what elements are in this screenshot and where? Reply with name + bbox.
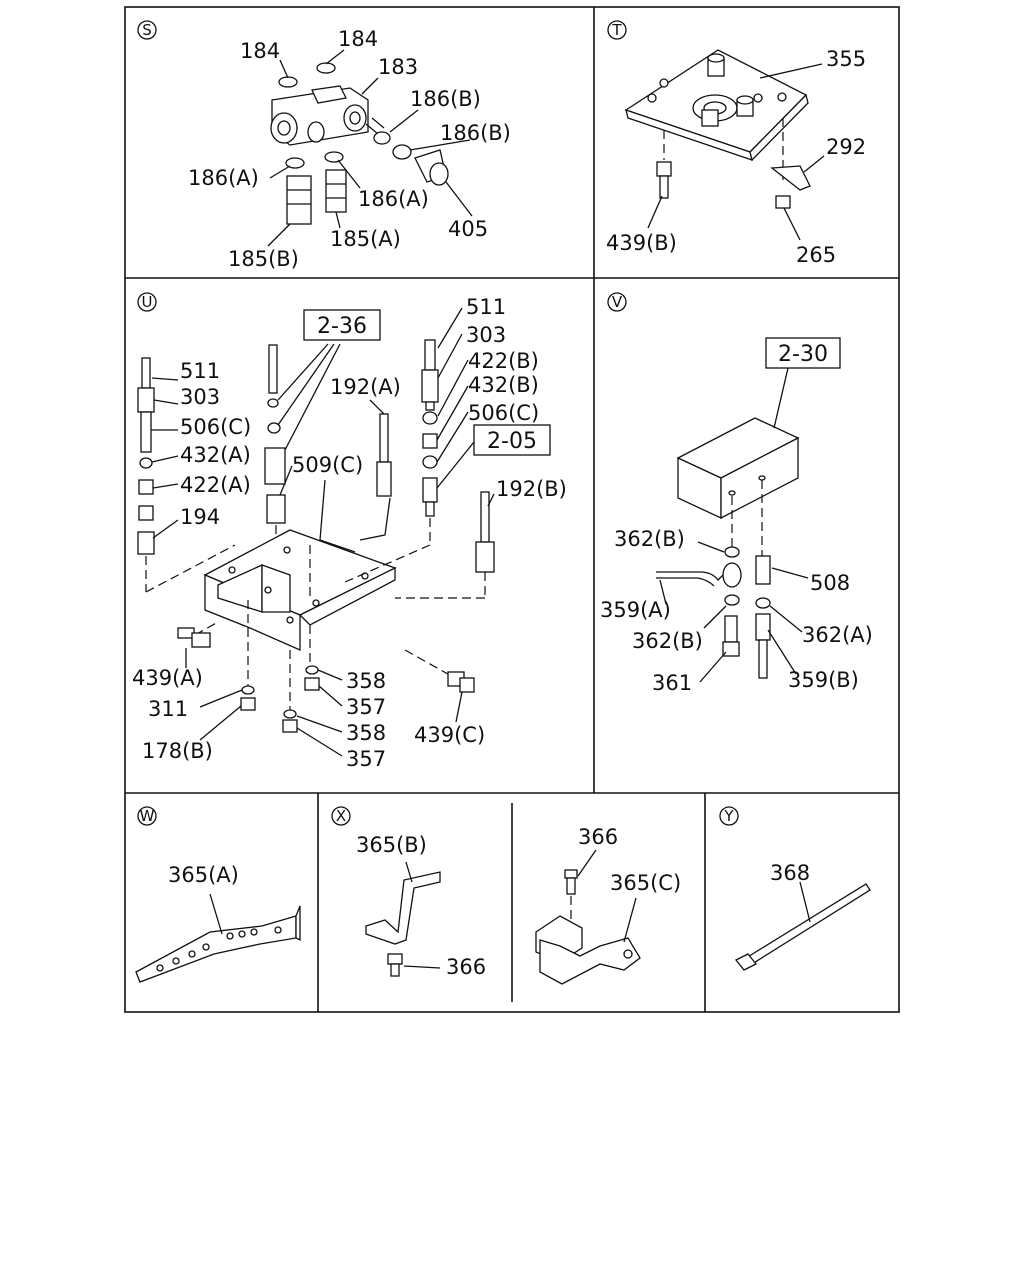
valve-assembly-illustration xyxy=(267,49,473,247)
callout-357-a: 357 xyxy=(346,695,386,719)
callout-422a: 422(A) xyxy=(180,473,251,497)
panel-u: U 2-36 2-05 xyxy=(132,292,567,771)
control-unit-illustration xyxy=(656,367,809,683)
callout-506c-left: 506(C) xyxy=(180,415,251,439)
panel-w: W 365(A) xyxy=(135,806,301,983)
callout-311: 311 xyxy=(148,697,188,721)
callout-366-x-left: 366 xyxy=(446,955,486,979)
svg-text:S: S xyxy=(142,21,152,39)
callout-508: 508 xyxy=(810,571,850,595)
callout-439b: 439(B) xyxy=(606,231,677,255)
callout-511-left: 511 xyxy=(180,359,220,383)
callout-506c-right: 506(C) xyxy=(468,401,539,425)
svg-text:Y: Y xyxy=(723,807,734,825)
panel-x: X 365(B) 366 366 365(C) xyxy=(331,806,681,985)
callout-185a: 185(A) xyxy=(330,227,401,251)
svg-text:T: T xyxy=(611,21,622,39)
callout-184-b: 184 xyxy=(338,27,378,51)
callout-186b-b: 186(B) xyxy=(440,121,511,145)
bracket-365b-illustration xyxy=(365,861,441,977)
callout-432b: 432(B) xyxy=(468,373,539,397)
callout-362a: 362(A) xyxy=(802,623,873,647)
panel-y: Y 368 xyxy=(719,806,871,971)
callout-303-right: 303 xyxy=(466,323,506,347)
svg-text:2-30: 2-30 xyxy=(778,342,828,367)
callout-184-a: 184 xyxy=(240,39,280,63)
panel-t: T 355 292 xyxy=(606,20,866,267)
callout-303-left: 303 xyxy=(180,385,220,409)
callout-194: 194 xyxy=(180,505,220,529)
panel-v-marker: V xyxy=(607,292,627,312)
callout-192a: 192(A) xyxy=(330,375,401,399)
callout-183: 183 xyxy=(378,55,418,79)
callout-509c: 509(C) xyxy=(292,453,363,477)
panel-s: S xyxy=(137,20,511,271)
callout-186a-a: 186(A) xyxy=(188,166,259,190)
callout-432a: 432(A) xyxy=(180,443,251,467)
panel-x-marker: X xyxy=(331,806,351,826)
callout-292: 292 xyxy=(826,135,866,159)
callout-185b: 185(B) xyxy=(228,247,299,271)
callout-365b: 365(B) xyxy=(356,833,427,857)
callout-186a-b: 186(A) xyxy=(358,187,429,211)
mounting-plate-illustration xyxy=(624,49,825,241)
panel-u-marker: U xyxy=(137,292,157,312)
callout-368: 368 xyxy=(770,861,810,885)
callout-361: 361 xyxy=(652,671,692,695)
cable-tie-illustration xyxy=(734,881,871,971)
callout-192b: 192(B) xyxy=(496,477,567,501)
ref-box-2-36: 2-36 xyxy=(303,309,381,341)
callout-365a: 365(A) xyxy=(168,863,239,887)
panel-s-marker: S xyxy=(137,20,157,40)
svg-text:U: U xyxy=(142,293,153,311)
ref-box-2-30: 2-30 xyxy=(765,337,841,369)
callout-362b-a: 362(B) xyxy=(614,527,685,551)
svg-text:V: V xyxy=(612,293,623,311)
panel-y-marker: Y xyxy=(719,806,739,826)
svg-text:W: W xyxy=(140,807,155,825)
callout-365c: 365(C) xyxy=(610,871,681,895)
callout-358-a: 358 xyxy=(346,669,386,693)
callout-422b: 422(B) xyxy=(468,349,539,373)
callout-178b: 178(B) xyxy=(142,739,213,763)
callout-439c: 439(C) xyxy=(414,723,485,747)
callout-359a: 359(A) xyxy=(600,598,671,622)
panel-v: V 2-30 xyxy=(600,292,873,695)
bracket-365c-illustration xyxy=(535,849,641,985)
callout-366-x-right: 366 xyxy=(578,825,618,849)
diagram-frame xyxy=(124,6,900,1013)
svg-text:2-05: 2-05 xyxy=(487,429,537,454)
bracket-365a-illustration xyxy=(135,893,301,983)
svg-text:X: X xyxy=(336,807,346,825)
ref-box-2-05: 2-05 xyxy=(473,424,551,456)
callout-265: 265 xyxy=(796,243,836,267)
bracket-assembly-illustration xyxy=(137,307,495,757)
svg-text:2-36: 2-36 xyxy=(317,314,367,339)
callout-358-b: 358 xyxy=(346,721,386,745)
callout-359b: 359(B) xyxy=(788,668,859,692)
panel-t-marker: T xyxy=(607,20,627,40)
callout-355: 355 xyxy=(826,47,866,71)
callout-362b-b: 362(B) xyxy=(632,629,703,653)
callout-439a: 439(A) xyxy=(132,666,203,690)
callout-511-right: 511 xyxy=(466,295,506,319)
callout-405: 405 xyxy=(448,217,488,241)
callout-357-b: 357 xyxy=(346,747,386,771)
panel-w-marker: W xyxy=(137,806,157,826)
callout-186b-a: 186(B) xyxy=(410,87,481,111)
